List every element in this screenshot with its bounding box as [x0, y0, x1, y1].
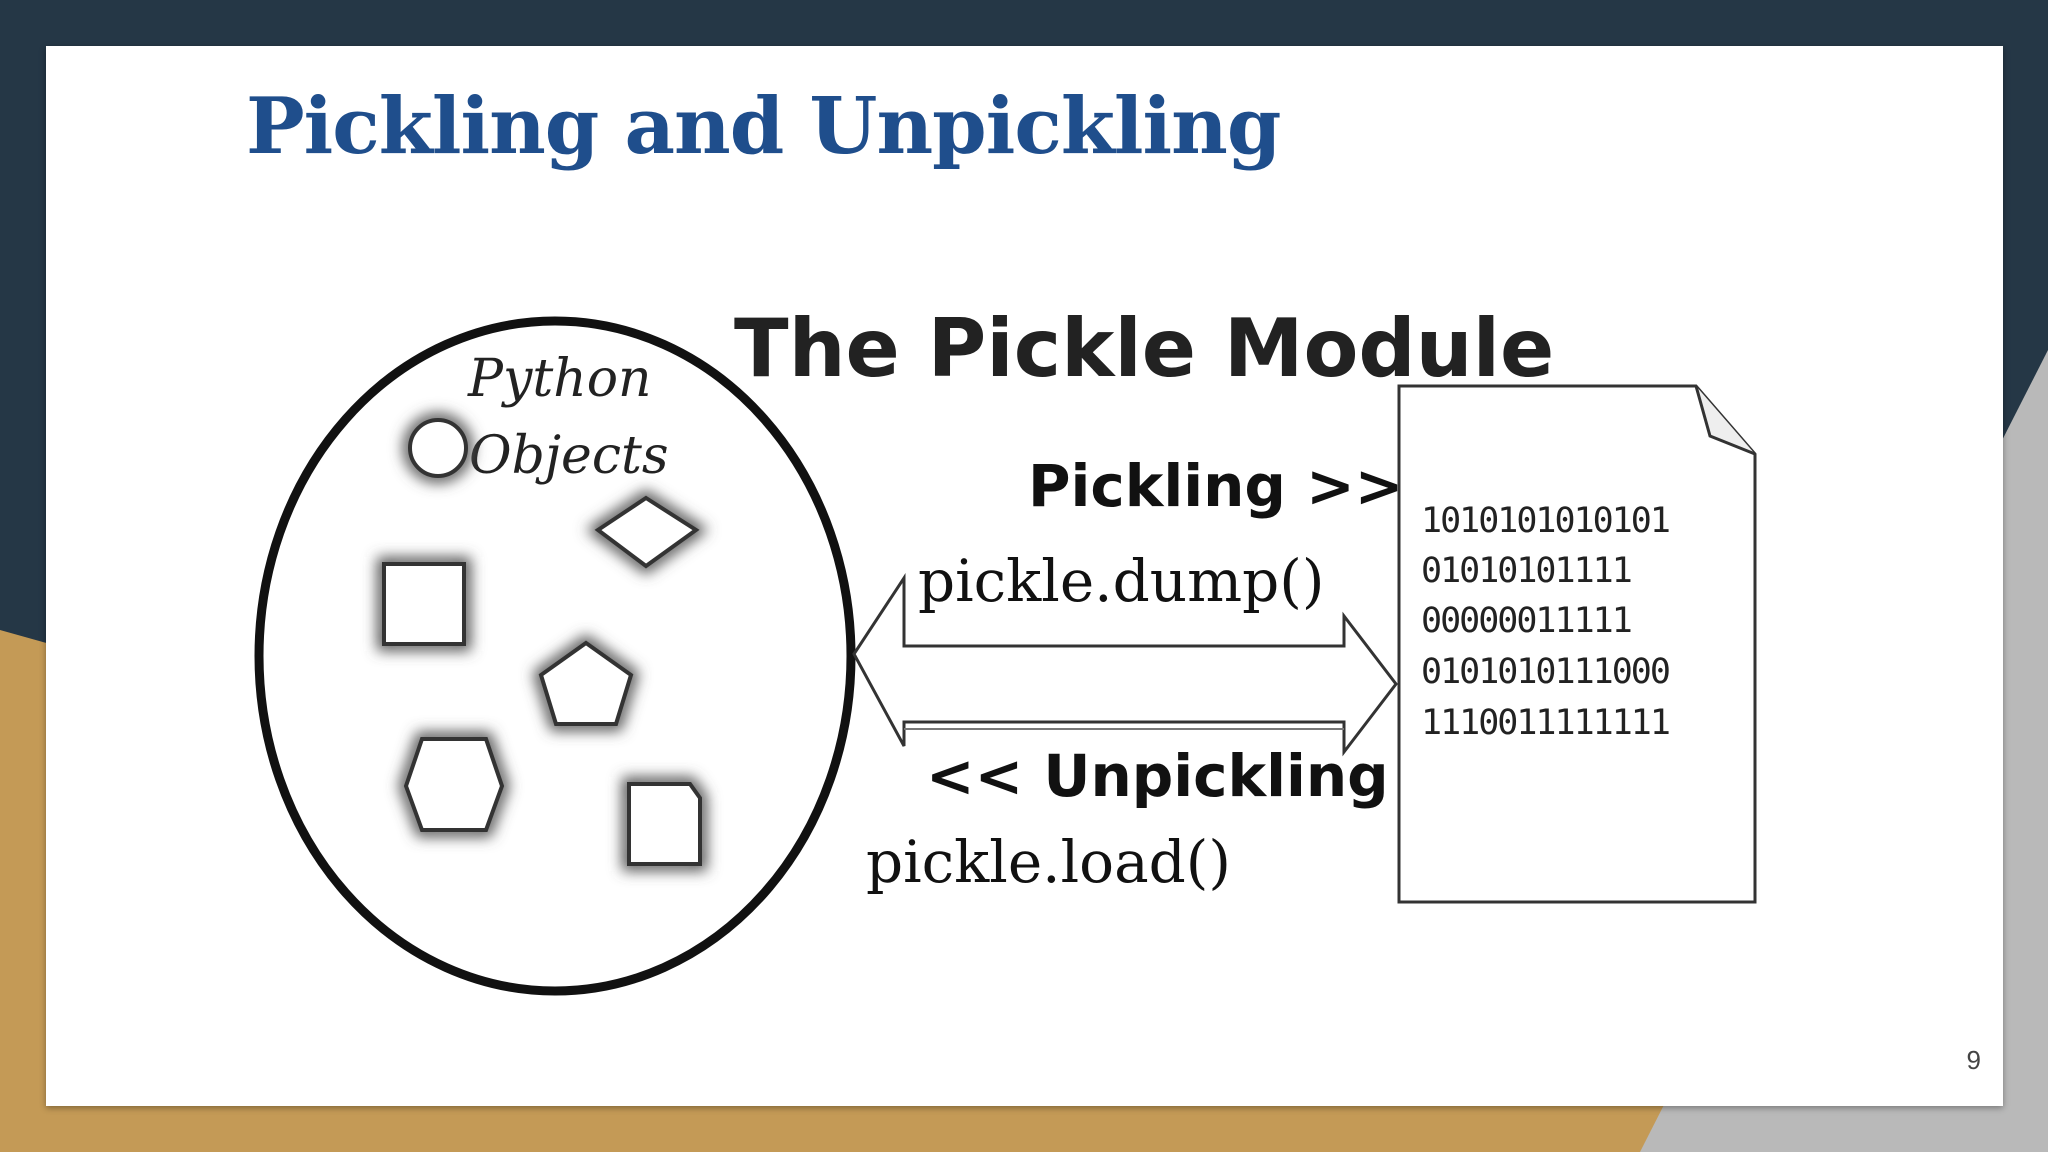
load-call-label: pickle.load() — [866, 828, 1231, 896]
binary-lines: 1010101010101 01010101111 00000011111 01… — [1421, 501, 1671, 743]
binary-line: 00000011111 — [1421, 601, 1631, 641]
binary-line: 0101010111000 — [1421, 652, 1669, 692]
file-fold-corner — [1694, 385, 1756, 456]
objects-label-python: Python — [467, 349, 652, 409]
page-number: 9 — [1966, 1045, 1981, 1075]
diagram-heading: The Pickle Module — [734, 302, 1554, 395]
diamond-shape-icon — [594, 495, 700, 569]
hexagon-shape-icon — [403, 737, 505, 832]
circle-shape-icon — [408, 418, 468, 478]
slide-title: Pickling and Unpickling — [246, 81, 1281, 172]
objects-label-objects: Objects — [469, 426, 669, 486]
binary-line: 01010101111 — [1421, 551, 1631, 591]
python-objects-circle — [254, 316, 856, 996]
dump-call-label: pickle.dump() — [918, 547, 1324, 615]
unpickling-label: << Unpickling — [926, 742, 1389, 810]
binary-line: 1010101010101 — [1421, 501, 1669, 541]
pickle-diagram: The Pickle Module Python Objects Picklin… — [254, 302, 1757, 996]
square-shape-icon — [382, 562, 466, 646]
binary-line: 1110011111111 — [1421, 703, 1669, 743]
binary-file-icon — [1397, 384, 1757, 904]
pickling-label: Pickling >> — [1028, 452, 1403, 520]
pentagon-shape-icon — [538, 640, 634, 726]
house-shape-icon — [627, 782, 702, 866]
slide: Pickling and Unpickling The Pickle Modul… — [46, 46, 2003, 1106]
